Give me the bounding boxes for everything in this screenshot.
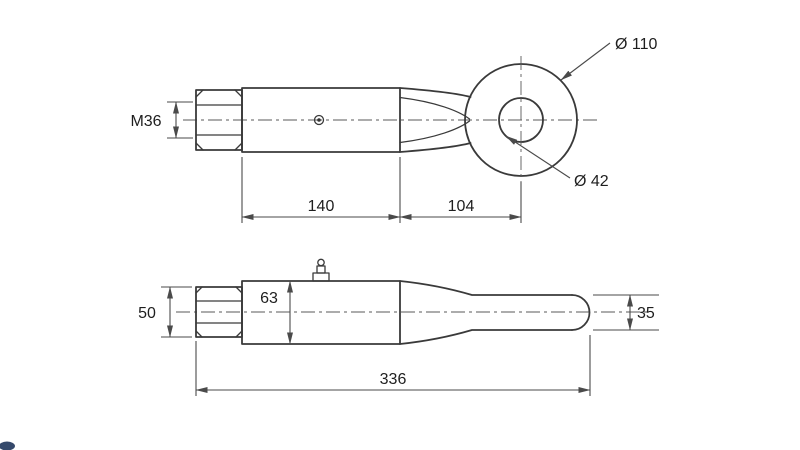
dim-label-total-length: 336 [380,371,407,388]
fork-neck-side [399,87,472,153]
nut-chamfer [195,286,203,294]
dim-label-eye-thickness: 35 [637,305,655,322]
body-outline [241,87,401,153]
dimension-body-length: 140 [241,157,401,223]
nut-chamfer [234,142,243,151]
dim-label-body-diameter: 63 [260,290,278,307]
grease-fitting-center [317,118,321,122]
dim-label-thread: M36 [130,113,161,130]
fork-eye-plan [399,280,591,345]
leader-eye-outer-diameter: Ø 110 [560,36,658,81]
grease-nipple [312,258,330,282]
nipple-stem [316,265,326,274]
dimension-neck-length: 104 [399,182,522,223]
fork-inner-bottom [399,120,471,144]
dim-label-body-length: 140 [308,198,335,215]
plan-bottom-edge [399,329,573,345]
nut-chamfer [234,89,243,98]
leader-line [560,42,611,81]
eye-ring [464,56,578,188]
dim-label-eye-outer-diameter: Ø 110 [615,36,658,53]
dimension-eye-thickness: 35 [593,294,659,331]
grease-fitting-icon [313,114,325,126]
fork-outer-bottom [399,142,472,153]
corner-watermark [0,441,15,450]
leader-eye-inner-diameter: Ø 42 [505,135,609,190]
side-view: M36 140 104 Ø 110 Ø 42 [130,36,658,223]
nut-chamfer [195,89,204,98]
fork-inner-top [399,96,471,120]
plan-top-edge [399,280,573,296]
dim-label-neck-length: 104 [448,198,475,215]
nipple-base [312,272,330,282]
leader-line [505,135,571,179]
nut-chamfer [235,286,243,294]
nut-chamfer [195,330,203,338]
fork-outer-top [399,87,472,98]
plan-view: 50 63 35 336 [138,258,659,396]
body-side [241,87,401,153]
dimension-total-length: 336 [195,335,591,396]
dimension-body-diameter: 63 [260,280,293,345]
dimension-thread: M36 [130,101,193,139]
dim-label-nut-width: 50 [138,305,156,322]
nipple-ball [317,258,325,267]
nut-chamfer [195,142,204,151]
eye-rounded-end [571,294,591,331]
dimension-nut-width: 50 [138,286,192,338]
nut-chamfer [235,330,243,338]
dim-label-eye-inner-diameter: Ø 42 [574,173,609,190]
